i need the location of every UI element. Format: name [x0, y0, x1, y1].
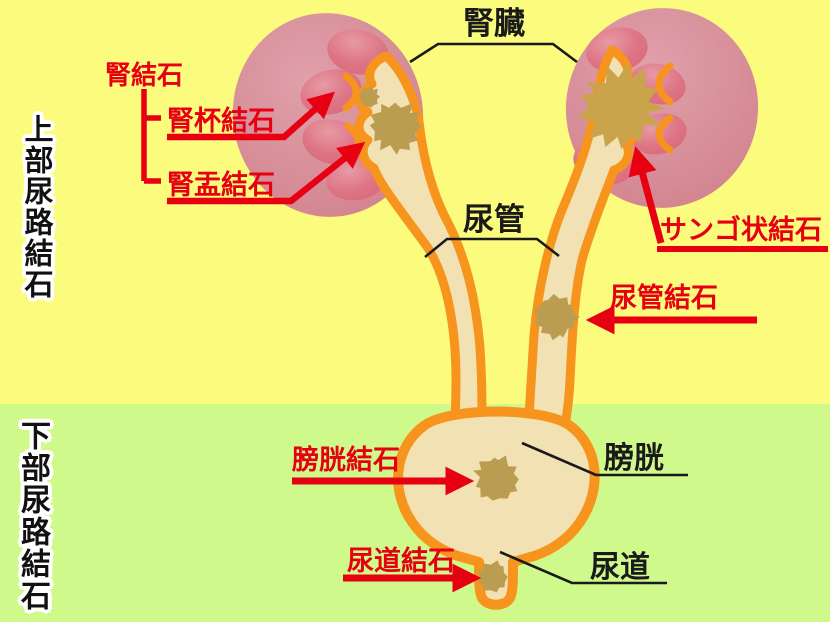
ureter-leader-line [424, 237, 560, 259]
kidney-leader-line [409, 42, 578, 64]
staghorn-stone-shape [579, 63, 666, 150]
ureter-label: 尿管 [463, 202, 525, 237]
red-annotations [141, 89, 828, 593]
kidney-stone-bracket [141, 89, 161, 184]
urethra-stone-shape [477, 560, 508, 593]
arrow-calyx-stone [167, 91, 335, 141]
kidney-stone-label: 腎結石 [105, 60, 183, 90]
renal-pelvis-stone-shape [369, 102, 422, 155]
upper-section-label: 上部尿路結石 [20, 114, 52, 300]
bladder-stone-shape [473, 455, 519, 501]
urethra-stone-label: 尿道結石 [347, 545, 455, 576]
leader-lines [409, 42, 688, 585]
arrow-staghorn-stone [628, 146, 665, 244]
urethra-label: 尿道 [590, 551, 650, 584]
lower-section-label: 下部尿路結石 [16, 420, 49, 612]
staghorn-stone-label: サンゴ状結石 [660, 214, 822, 245]
bladder-leader-line [521, 441, 688, 477]
calyx-stone-label: 腎杯結石 [167, 105, 275, 136]
ureter-stone-shape [533, 293, 580, 341]
kidney-label: 腎臓 [463, 6, 525, 41]
urethra-leader-line [499, 550, 667, 585]
left-ureter [354, 51, 487, 437]
ureter-stone-label: 尿管結石 [610, 282, 718, 313]
bladder [393, 406, 600, 610]
arrow-pelvis-stone [167, 141, 366, 205]
renal-calyx-stone-shape [359, 86, 381, 108]
bladder-stone-label: 膀胱結石 [291, 444, 400, 475]
bladder-label: 膀胱 [603, 442, 664, 475]
pelvis-stone-label: 腎盂結石 [167, 169, 275, 200]
